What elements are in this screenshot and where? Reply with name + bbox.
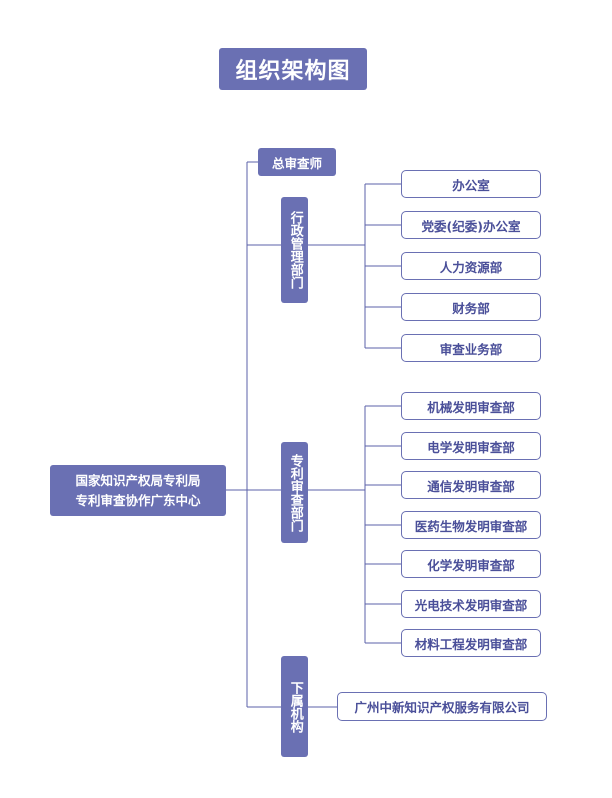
admin-item: 人力资源部 — [401, 252, 541, 280]
admin-dept-node: 行政管理部门 — [281, 197, 308, 303]
admin-item: 办公室 — [401, 170, 541, 198]
patent-item: 通信发明审查部 — [401, 471, 541, 499]
subsidiary-item: 广州中新知识产权服务有限公司 — [337, 692, 547, 721]
patent-item: 光电技术发明审查部 — [401, 590, 541, 618]
patent-item: 医药生物发明审查部 — [401, 511, 541, 539]
patent-dept-label: 专利审查部门 — [287, 453, 303, 532]
admin-dept-label: 行政管理部门 — [287, 211, 303, 289]
chief-examiner-node: 总审查师 — [258, 148, 336, 176]
page-title: 组织架构图 — [219, 48, 367, 90]
root-line-1: 国家知识产权局专利局 — [75, 472, 201, 488]
admin-item: 审查业务部 — [401, 334, 541, 362]
root-node: 国家知识产权局专利局 专利审查协作广东中心 — [50, 465, 226, 516]
admin-item: 党委(纪委)办公室 — [401, 211, 541, 239]
patent-item: 材料工程发明审查部 — [401, 629, 541, 657]
subsidiary-label: 下属机构 — [287, 680, 303, 733]
subsidiary-node: 下属机构 — [281, 656, 308, 757]
patent-item: 电学发明审查部 — [401, 432, 541, 460]
patent-item: 机械发明审查部 — [401, 392, 541, 420]
root-line-2: 专利审查协作广东中心 — [75, 492, 201, 508]
admin-item: 财务部 — [401, 293, 541, 321]
patent-dept-node: 专利审查部门 — [281, 442, 308, 543]
patent-item: 化学发明审查部 — [401, 550, 541, 578]
